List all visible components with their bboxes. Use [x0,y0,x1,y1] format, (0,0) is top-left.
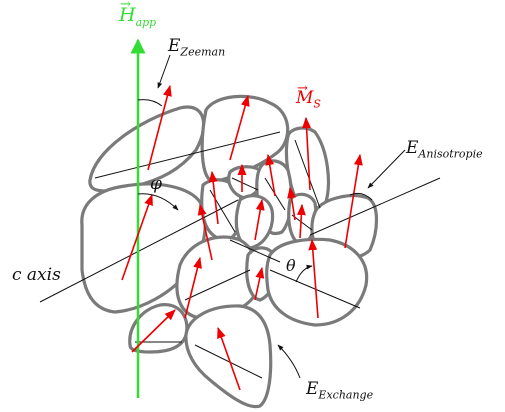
theta-label: θ [286,258,296,274]
m-s-label: → MS [296,90,321,109]
h-app-label: → Happ [119,6,156,28]
e-exchange-label: EExchange [306,381,373,400]
c-axis-label: c axis [12,267,61,284]
phi-label: φ [150,176,162,193]
grain-lower-right [267,239,367,325]
zeeman-leader [158,55,170,88]
zeeman-angle-arc [138,100,162,106]
exchange-leader [278,345,300,378]
e-zeeman-label: EZeeman [168,38,225,57]
anisotropy-leader [368,150,405,188]
e-anisotropie-label: EAnisotropie [406,140,483,159]
grain-top-left [90,107,204,191]
